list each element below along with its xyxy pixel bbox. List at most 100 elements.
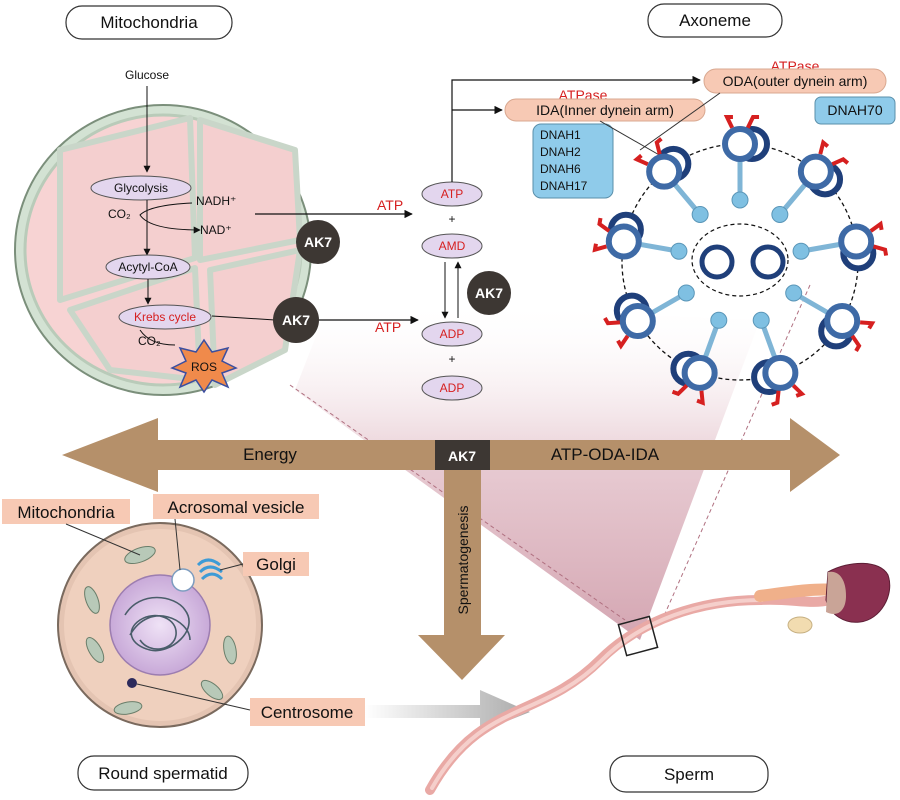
label-centrosome: Centrosome — [250, 698, 365, 726]
atp-label-b: ATP — [375, 319, 401, 335]
ak7-label-a: AK7 — [304, 234, 332, 250]
oda-pointer-line — [639, 92, 721, 151]
ak7-label-b: AK7 — [282, 312, 310, 328]
spoke-head — [785, 284, 803, 302]
nadh-label: NADH⁺ — [196, 194, 236, 208]
label-golgi: Golgi — [243, 552, 309, 576]
title-axoneme: Axoneme — [647, 3, 783, 38]
a-tubule — [824, 303, 861, 339]
ros-burst: ROS — [170, 338, 238, 394]
atp-label-a: ATP — [377, 197, 403, 213]
dynein-arm — [850, 334, 862, 353]
oda-label: ODA(outer dynein arm) — [723, 73, 868, 89]
ak7-center-box — [435, 440, 490, 470]
dynein-arm — [723, 114, 734, 129]
sperm-zoom-box — [617, 615, 659, 657]
title-round-spermatid-text: Round spermatid — [98, 764, 227, 783]
adp-node-2-label: ADP — [440, 381, 465, 395]
a-tubule — [619, 303, 656, 339]
sperm — [425, 562, 891, 795]
ak7-circle-middle: AK7 — [467, 271, 511, 315]
ida-label: IDA(Inner dynein arm) — [536, 102, 674, 118]
dynein-arm — [791, 384, 806, 398]
ida-pointer-line — [599, 120, 669, 161]
oda-box: ODA(outer dynein arm) — [703, 68, 887, 94]
a-tubule — [646, 153, 683, 190]
spoke-head — [771, 206, 789, 224]
amd-node: AMD — [421, 233, 483, 259]
outer-doublet — [771, 138, 850, 224]
nadh-curve — [139, 202, 201, 234]
glycolysis-node: Glycolysis — [90, 175, 192, 201]
label-acrosomal-vesicle: Acrosomal vesicle — [153, 494, 319, 519]
spoke-head — [731, 191, 749, 209]
ros-label: ROS — [191, 360, 217, 374]
a-tubule — [797, 153, 834, 190]
co2-label-b: CO₂ — [138, 334, 161, 348]
title-mitochondria-text: Mitochondria — [100, 13, 198, 32]
acyl-coa-node: Acytyl-CoA — [105, 254, 191, 280]
dnah-item: DNAH1 — [540, 128, 581, 142]
axoneme-cross-section — [592, 114, 889, 407]
co2-label-a: CO₂ — [108, 207, 131, 221]
krebs-to-ak7-line — [211, 315, 276, 321]
adp-node-1: ADP — [421, 321, 483, 347]
dnah70-label: DNAH70 — [827, 102, 882, 118]
adp-node-1-label: ADP — [440, 327, 465, 341]
outer-doublet — [751, 311, 806, 407]
dynein-arm — [603, 317, 621, 326]
label-cell-mitochondria: Mitochondria — [2, 499, 130, 524]
dnah-box: DNAH1 DNAH2 DNAH6 DNAH17 — [532, 123, 614, 199]
dynein-arm — [831, 156, 850, 167]
atp-to-oda-arrow — [451, 75, 701, 182]
dynein-arm — [633, 153, 649, 167]
nucleus — [109, 574, 211, 676]
a-tubule — [762, 354, 799, 391]
glucose-label: Glucose — [125, 68, 169, 82]
dynein-arm — [592, 243, 608, 253]
acrosomal-vesicle-label: Acrosomal vesicle — [168, 498, 305, 517]
atp-node-label: ATP — [441, 187, 463, 201]
dnah-item: DNAH17 — [540, 179, 588, 193]
acyl-coa-label: Acytyl-CoA — [118, 260, 177, 274]
mitochondrion — [14, 104, 312, 396]
golgi-label: Golgi — [256, 555, 296, 574]
sperm-neck — [787, 616, 813, 634]
dynein-arm — [746, 114, 760, 129]
spoke-head — [670, 242, 688, 260]
ak7-circle-a: AK7 — [296, 220, 340, 264]
dynein-arm — [671, 384, 689, 397]
nad-label: NAD⁺ — [200, 223, 232, 237]
dynein-arm — [771, 390, 781, 407]
adp-node-2: ADP — [421, 375, 483, 401]
transition-arrow — [365, 690, 530, 732]
ida-box: IDA(Inner dynein arm) — [504, 98, 706, 122]
krebs-cycle-node: Krebs cycle — [118, 304, 212, 330]
title-sperm-text: Sperm — [664, 765, 714, 784]
outer-doublet — [785, 284, 876, 353]
outer-doublet — [670, 311, 728, 406]
dynein-arm — [696, 390, 705, 406]
dnah-item: DNAH2 — [540, 145, 581, 159]
amd-node-label: AMD — [439, 239, 466, 253]
ak7-label-middle: AK7 — [475, 285, 503, 301]
dynein-arm — [616, 334, 630, 350]
spoke-head — [792, 242, 810, 260]
dynein-arm — [859, 320, 876, 330]
title-sperm: Sperm — [609, 755, 769, 793]
golgi — [196, 558, 224, 581]
co2-curve-b — [139, 329, 176, 346]
ak7-circle-b: AK7 — [273, 297, 319, 343]
dnah70-box: DNAH70 — [814, 96, 896, 125]
dynein-arm — [869, 220, 884, 233]
spermatogenesis-label: Spermatogenesis — [455, 506, 471, 615]
spoke-head — [710, 311, 728, 329]
sperm-tail-highlight — [430, 598, 764, 790]
chromatin — [124, 596, 191, 652]
energy-label: Energy — [243, 445, 297, 464]
golgi-pointer — [219, 563, 244, 571]
centrosome-pointer — [136, 683, 251, 711]
centrosome-label: Centrosome — [261, 703, 354, 722]
